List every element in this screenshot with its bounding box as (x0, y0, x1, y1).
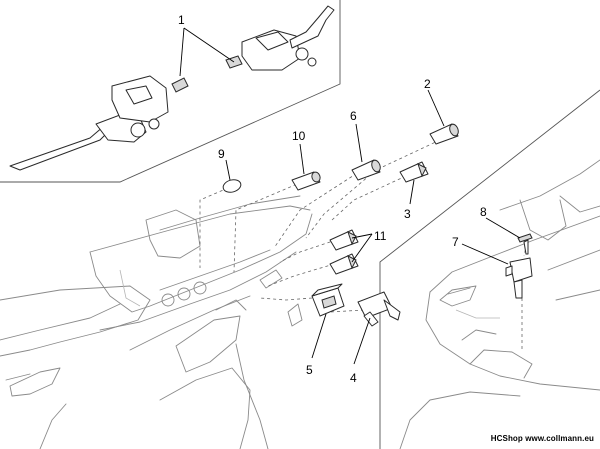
part-6-switch (351, 159, 381, 181)
part-8-screw (517, 233, 533, 255)
body-outline (0, 195, 313, 449)
part-7-switch (505, 257, 533, 299)
callout-7: 7 (452, 235, 459, 249)
callout-11: 11 (374, 229, 387, 243)
callout-3: 3 (404, 207, 411, 221)
callout-10: 10 (292, 129, 306, 143)
callout-4: 4 (350, 371, 357, 385)
part-2-switch (429, 123, 459, 145)
callout-2: 2 (424, 77, 431, 91)
callout-8: 8 (480, 205, 487, 219)
callout-9: 9 (218, 147, 225, 161)
callout-5: 5 (306, 363, 313, 377)
callout-1: 1 (178, 13, 185, 27)
part-3-switch (399, 161, 429, 183)
callout-6: 6 (350, 109, 357, 123)
part-9-cap (222, 179, 242, 193)
callout-labels: 1 2 3 4 5 6 7 8 9 10 11 (178, 13, 487, 385)
lever-inset (0, 0, 341, 183)
rear-inset (379, 89, 600, 449)
leader-lines (179, 27, 521, 365)
part-10-switch (291, 171, 321, 191)
part-5-connector (311, 283, 345, 317)
part-11-switches (329, 229, 359, 275)
part-4-switch (357, 291, 401, 327)
watermark: HCShop www.collmann.eu (490, 434, 594, 443)
